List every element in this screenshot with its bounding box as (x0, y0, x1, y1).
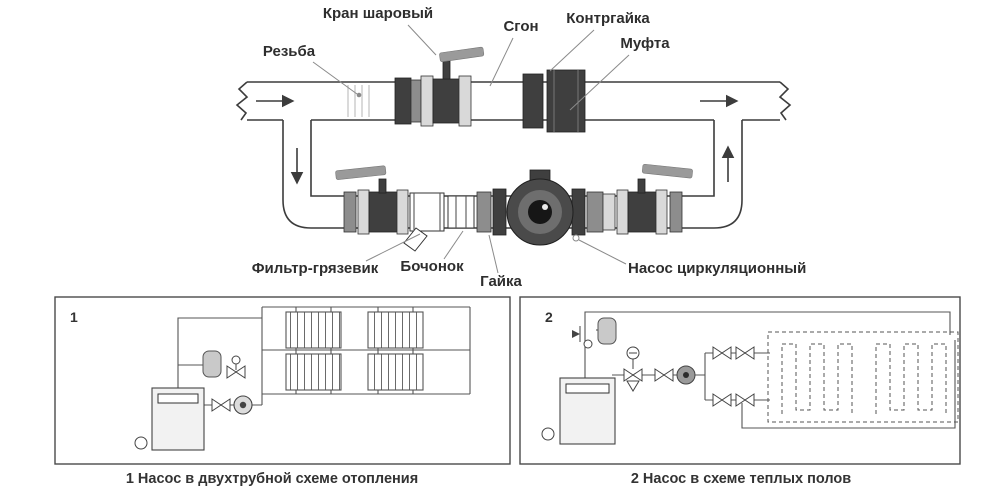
pipe-break-right (778, 81, 792, 121)
nut-part (476, 191, 492, 233)
expansion-tank-2 (597, 317, 617, 345)
label-barrel: Бочонок (400, 258, 464, 275)
ball-valve-main (394, 46, 485, 127)
three-way-valve (623, 346, 643, 392)
pump-hub (683, 372, 689, 378)
panel-1-pipes (177, 306, 471, 406)
radiator (367, 353, 424, 391)
radiator (367, 311, 424, 349)
valve-stem (378, 178, 387, 194)
leader-line (443, 230, 464, 260)
radiators (285, 311, 424, 391)
leader-line (569, 54, 630, 111)
label-sgon: Сгон (503, 18, 538, 35)
air-vent (231, 355, 241, 365)
label-filter: Фильтр-грязевик (252, 260, 379, 277)
floor-area (767, 331, 959, 423)
pump-symbol-1 (233, 395, 253, 415)
ball-valve-bypass-right (616, 163, 693, 235)
floor-loops (767, 331, 959, 423)
leader-line (549, 29, 595, 72)
leader-line (407, 24, 437, 56)
leader-dot (572, 234, 580, 242)
union-nut-right (669, 191, 683, 233)
boiler-2 (541, 377, 616, 445)
panel-2: 2 (519, 296, 961, 465)
panel-1-caption: 1 Насос в двухтрубной схеме отопления (126, 471, 418, 487)
loop-coil (875, 343, 947, 414)
valve-handle (335, 165, 387, 180)
label-coupling: Муфта (620, 35, 670, 52)
leader-line (578, 239, 627, 265)
label-thread: Резьба (263, 43, 316, 60)
leader-line (489, 37, 514, 87)
valve-stem (442, 60, 451, 80)
panel-1-number: 1 (70, 309, 78, 325)
loop-coil (781, 343, 853, 414)
expansion-tank-1 (202, 350, 222, 378)
leader-dot (356, 92, 362, 98)
ball-valve-bypass-left (335, 165, 409, 235)
pipe-break-left (235, 81, 249, 121)
coupling-part (546, 69, 586, 133)
circulation-pump (492, 169, 586, 246)
safety-group (572, 326, 593, 349)
burner (541, 427, 555, 441)
burner (134, 436, 148, 450)
union-right (586, 191, 616, 233)
valve-handle (439, 46, 485, 62)
leader-line (312, 61, 358, 95)
panel-2-number: 2 (545, 309, 553, 325)
filter-part (403, 192, 445, 252)
radiator (285, 311, 342, 349)
label-locknut: Контргайка (566, 10, 650, 27)
panel-2-caption: 2 Насос в схеме теплых полов (631, 471, 851, 487)
valve-stem (637, 178, 646, 194)
thread-marks (347, 85, 370, 117)
leader-line (488, 234, 499, 274)
panel-1: 1 (54, 296, 511, 465)
locknut-part (522, 73, 544, 129)
part-labels: Кран шаровый Сгон Контргайка Муфта Резьб… (252, 5, 807, 290)
leader-line (365, 233, 421, 262)
boiler-1 (134, 387, 205, 451)
label-ball-valve: Кран шаровый (323, 5, 433, 22)
label-pump: Насос циркуляционный (628, 260, 806, 277)
label-nut: Гайка (480, 273, 522, 290)
union-nut-left (343, 191, 357, 233)
main-pipe (235, 81, 792, 121)
barrel-part (447, 195, 475, 229)
panel-1-border (54, 296, 511, 465)
radiator (285, 353, 342, 391)
valve-handle (642, 163, 693, 179)
